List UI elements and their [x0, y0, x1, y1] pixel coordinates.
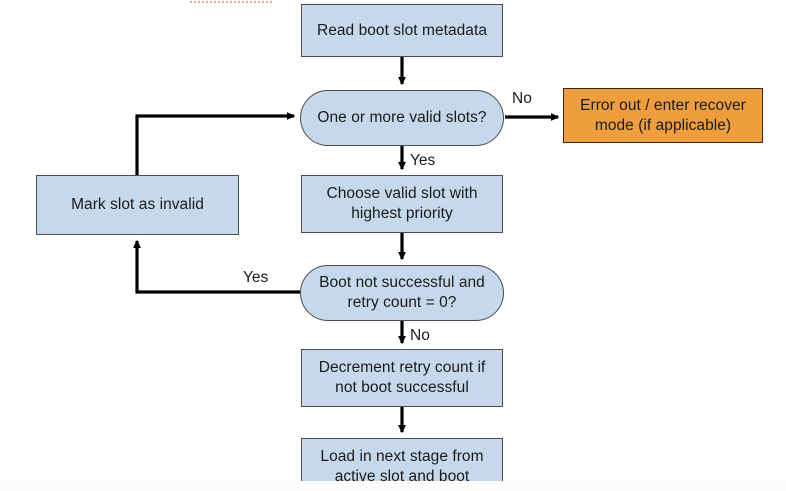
node-label: Boot not successful and retry count = 0? [319, 274, 485, 311]
connector-boot-check-to-mark-invalid [133, 239, 300, 294]
node-mark-slot-as-invalid[interactable]: Mark slot as invalid [36, 175, 239, 235]
node-label: Choose valid slot with highest priority [326, 185, 478, 222]
node-read-boot-slot-metadata[interactable]: Read boot slot metadata [301, 4, 503, 57]
node-label: Read boot slot metadata [316, 21, 488, 39]
node-choose-valid-slot-with-highest-priority[interactable]: Choose valid slot with highest priority [301, 175, 503, 233]
connector-mark-invalid-to-valid-slots [135, 112, 296, 175]
edge-label-no-valid-slots: No [512, 90, 532, 107]
node-one-or-more-valid-slots[interactable]: One or more valid slots? [300, 90, 504, 146]
edge-label-yes-valid-slots: Yes [410, 152, 436, 169]
edge-label-no-retry-loop: No [410, 327, 430, 344]
top-dashed-marker [190, 1, 272, 3]
node-error-out-enter-recover-mode[interactable]: Error out / enter recover mode (if appli… [563, 88, 763, 143]
node-label: Decrement retry count if not boot succes… [318, 359, 486, 396]
node-decrement-retry-count-if-not-boot-successful[interactable]: Decrement retry count if not boot succes… [301, 349, 503, 407]
node-label: Load in next stage from active slot and … [320, 448, 484, 485]
node-label: Error out / enter recover mode (if appli… [580, 96, 746, 134]
node-label: Mark slot as invalid [71, 196, 204, 214]
bottom-edge-strip [0, 481, 786, 491]
node-label: One or more valid slots? [317, 109, 487, 127]
node-boot-not-successful-and-retry-count-zero[interactable]: Boot not successful and retry count = 0? [300, 265, 504, 321]
edge-label-yes-retry-loop: Yes [243, 269, 269, 286]
